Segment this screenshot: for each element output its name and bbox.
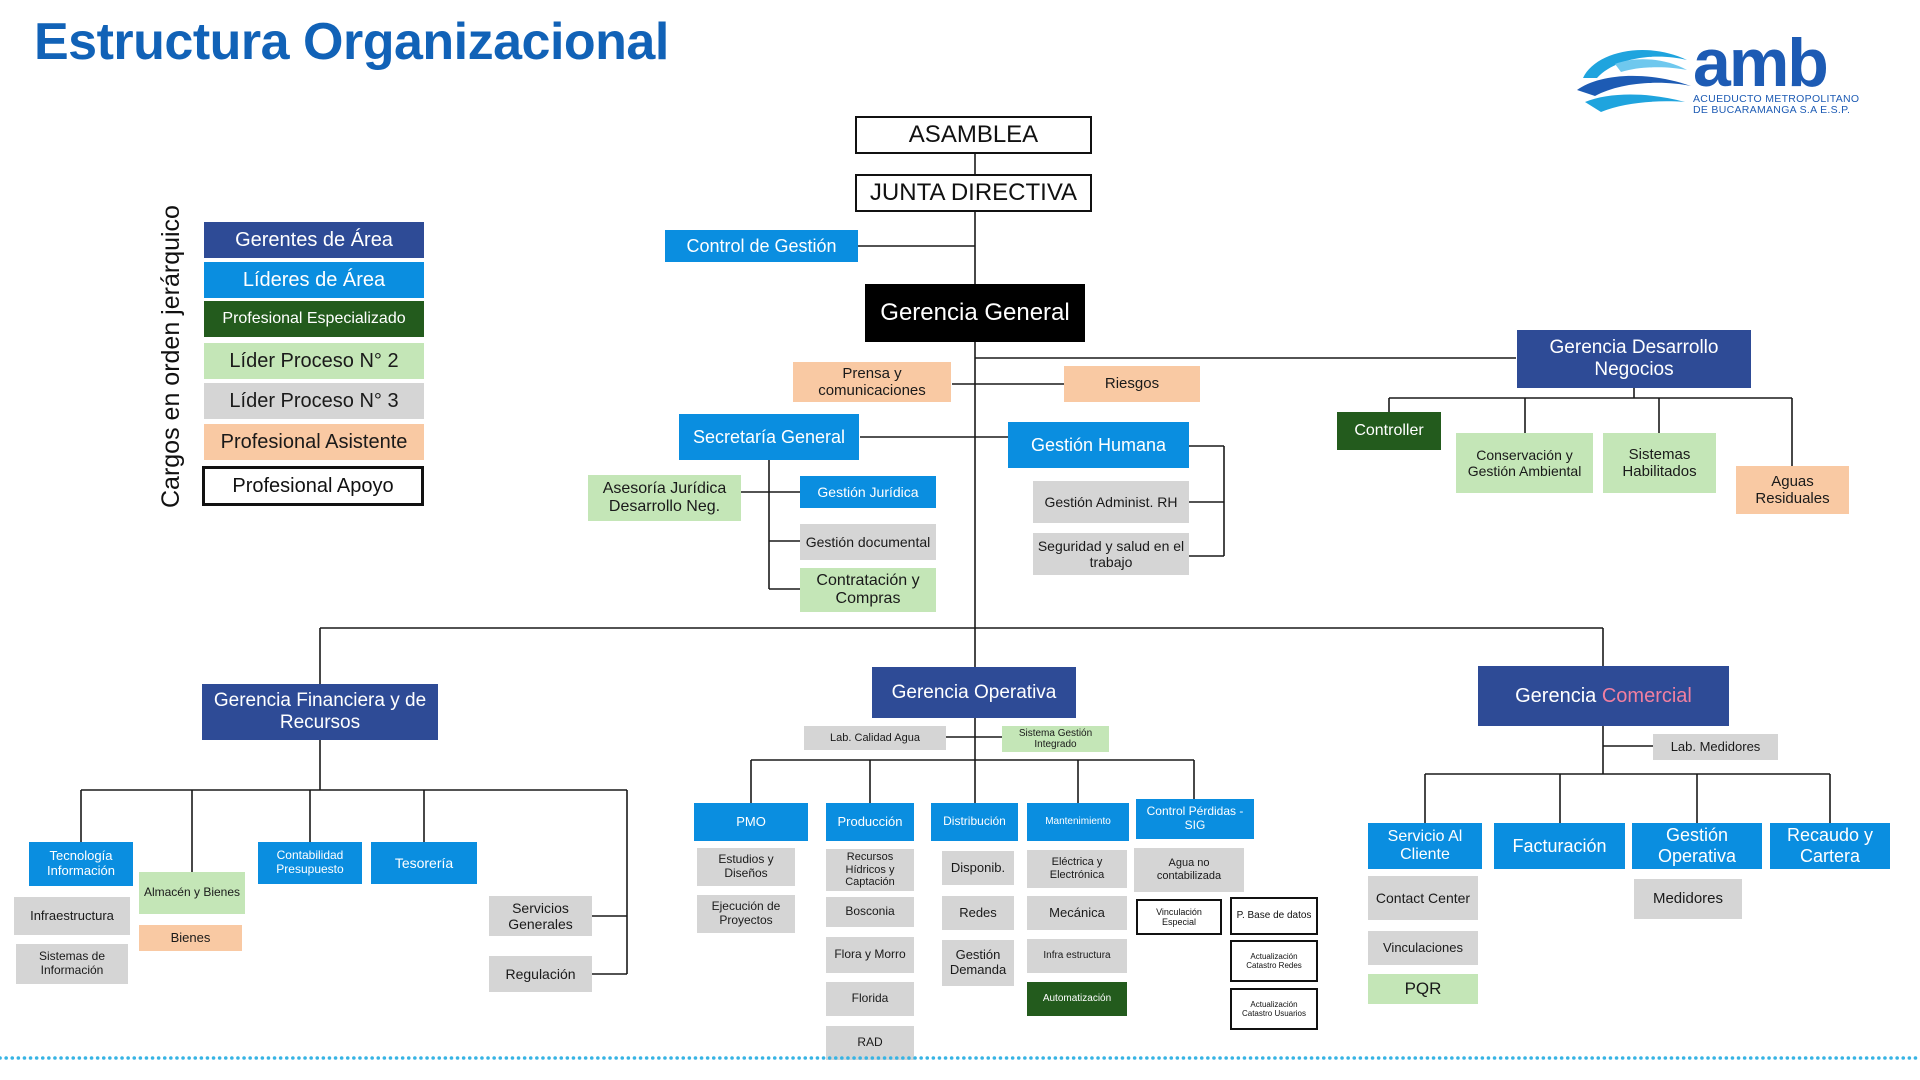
contact-center-box: Contact Center (1368, 876, 1478, 920)
automatizacion-box: Automatización (1027, 982, 1127, 1016)
gestion-juridica-box: Gestión Jurídica (800, 476, 936, 508)
redes-box: Redes (942, 896, 1014, 930)
almacen-box: Almacén y Bienes (139, 872, 245, 914)
legend-item: Profesional Apoyo (202, 466, 424, 506)
control-gestion-box: Control de Gestión (665, 230, 858, 262)
sistemas-informacion-box: Sistemas de Información (16, 944, 128, 984)
conservacion-box: Conservación y Gestión Ambiental (1456, 433, 1593, 493)
regulacion-box: Regulación (489, 956, 592, 992)
ejecucion-box: Ejecución de Proyectos (697, 895, 795, 933)
hierarchy-vertical-label: Cargos en orden jerárquico (157, 205, 185, 508)
legend-item: Gerentes de Área (204, 222, 424, 258)
recaudo-cartera-box: Recaudo y Cartera (1770, 823, 1890, 869)
pmo-box: PMO (694, 803, 808, 841)
bienes-box: Bienes (139, 925, 242, 951)
distribucion-box: Distribución (931, 803, 1018, 841)
asamblea-box: ASAMBLEA (855, 116, 1092, 154)
dotted-footer-line (0, 1056, 1920, 1060)
sistema-gestion-box: Sistema Gestión Integrado (1002, 726, 1109, 752)
seguridad-salud-box: Seguridad y salud en el trabajo (1033, 533, 1189, 575)
servicios-generales-box: Servicios Generales (489, 896, 592, 936)
water-wave-icon (1577, 49, 1691, 112)
estudios-box: Estudios y Diseños (697, 848, 795, 886)
page-title: Estructura Organizacional (34, 13, 669, 71)
mantenimiento-box: Mantenimiento (1027, 803, 1129, 841)
secretaria-general-box: Secretaría General (679, 414, 859, 460)
prensa-box: Prensa y comunicaciones (793, 362, 951, 402)
servicio-cliente-box: Servicio Al Cliente (1368, 823, 1482, 869)
act-catastro-redes-box: Actualización Catastro Redes (1230, 940, 1318, 982)
gestion-humana-box: Gestión Humana (1008, 422, 1189, 468)
amb-logo: amb ACUEDUCTO METROPOLITANO DE BUCARAMAN… (1575, 25, 1895, 130)
disponib-box: Disponib. (942, 851, 1014, 885)
recursos-hidricos-box: Recursos Hídricos y Captación (826, 849, 914, 891)
contratacion-box: Contratación y Compras (800, 568, 936, 612)
act-catastro-usuarios-box: Actualización Catastro Usuarios (1230, 988, 1318, 1030)
gestion-administ-box: Gestión Administ. RH (1033, 481, 1189, 523)
legend-item: Líder Proceso N° 2 (204, 343, 424, 379)
gerencia-general-box: Gerencia General (865, 284, 1085, 342)
contabilidad-box: Contabilidad Presupuesto (258, 842, 362, 884)
gestion-demanda-box: Gestión Demanda (942, 940, 1014, 986)
facturacion-box: Facturación (1494, 823, 1625, 869)
tesoreria-box: Tesorería (371, 842, 477, 884)
legend-item: Profesional Asistente (204, 424, 424, 460)
gerencia-negocios-box: Gerencia Desarrollo Negocios (1517, 330, 1751, 388)
produccion-box: Producción (826, 803, 914, 841)
pqr-box: PQR (1368, 974, 1478, 1004)
asesoria-juridica-box: Asesoría Jurídica Desarrollo Neg. (588, 475, 741, 521)
infraestructura-box: Infraestructura (14, 897, 130, 935)
gerencia-financiera-box: Gerencia Financiera y de Recursos (202, 684, 438, 740)
control-perdidas-box: Control Pérdidas - SIG (1136, 799, 1254, 839)
gestion-documental-box: Gestión documental (800, 524, 936, 560)
legend-item: Líderes de Área (204, 262, 424, 298)
logo-wordmark: amb (1693, 25, 1829, 101)
gerencia-comercial-highlight: Comercial (1601, 684, 1692, 707)
legend-item: Profesional Especializado (204, 301, 424, 337)
base-datos-box: P. Base de datos (1230, 897, 1318, 935)
infra-estructura-box: Infra estructura (1027, 939, 1127, 973)
electrica-box: Eléctrica y Electrónica (1027, 850, 1127, 888)
agua-no-contabilizada-box: Agua no contabilizada (1134, 848, 1244, 892)
vinculacion-especial-box: Vinculación Especial (1136, 899, 1222, 935)
lab-medidores-box: Lab. Medidores (1653, 734, 1778, 760)
junta-directiva-box: JUNTA DIRECTIVA (855, 174, 1092, 212)
logo-subtitle: ACUEDUCTO METROPOLITANO DE BUCARAMANGA S… (1693, 93, 1860, 117)
medidores-box: Medidores (1634, 879, 1742, 919)
gerencia-comercial-label: Gerencia (1515, 684, 1602, 707)
bosconia-box: Bosconia (826, 897, 914, 927)
florida-box: Florida (826, 982, 914, 1016)
mecanica-box: Mecánica (1027, 896, 1127, 930)
controller-box: Controller (1337, 412, 1441, 450)
gerencia-operativa-box: Gerencia Operativa (872, 667, 1076, 718)
tecnologia-box: Tecnología Información (29, 842, 133, 886)
vinculaciones-box: Vinculaciones (1368, 931, 1478, 965)
gerencia-comercial-box: Gerencia Comercial (1478, 666, 1729, 726)
gestion-operativa-comercial-box: Gestión Operativa (1632, 823, 1762, 869)
aguas-residuales-box: Aguas Residuales (1736, 466, 1849, 514)
riesgos-box: Riesgos (1064, 366, 1200, 402)
flora-morro-box: Flora y Morro (826, 937, 914, 973)
sistemas-habilitados-box: Sistemas Habilitados (1603, 433, 1716, 493)
lab-calidad-box: Lab. Calidad Agua (804, 726, 946, 750)
legend-item: Líder Proceso N° 3 (204, 383, 424, 419)
rad-box: RAD (826, 1026, 914, 1060)
